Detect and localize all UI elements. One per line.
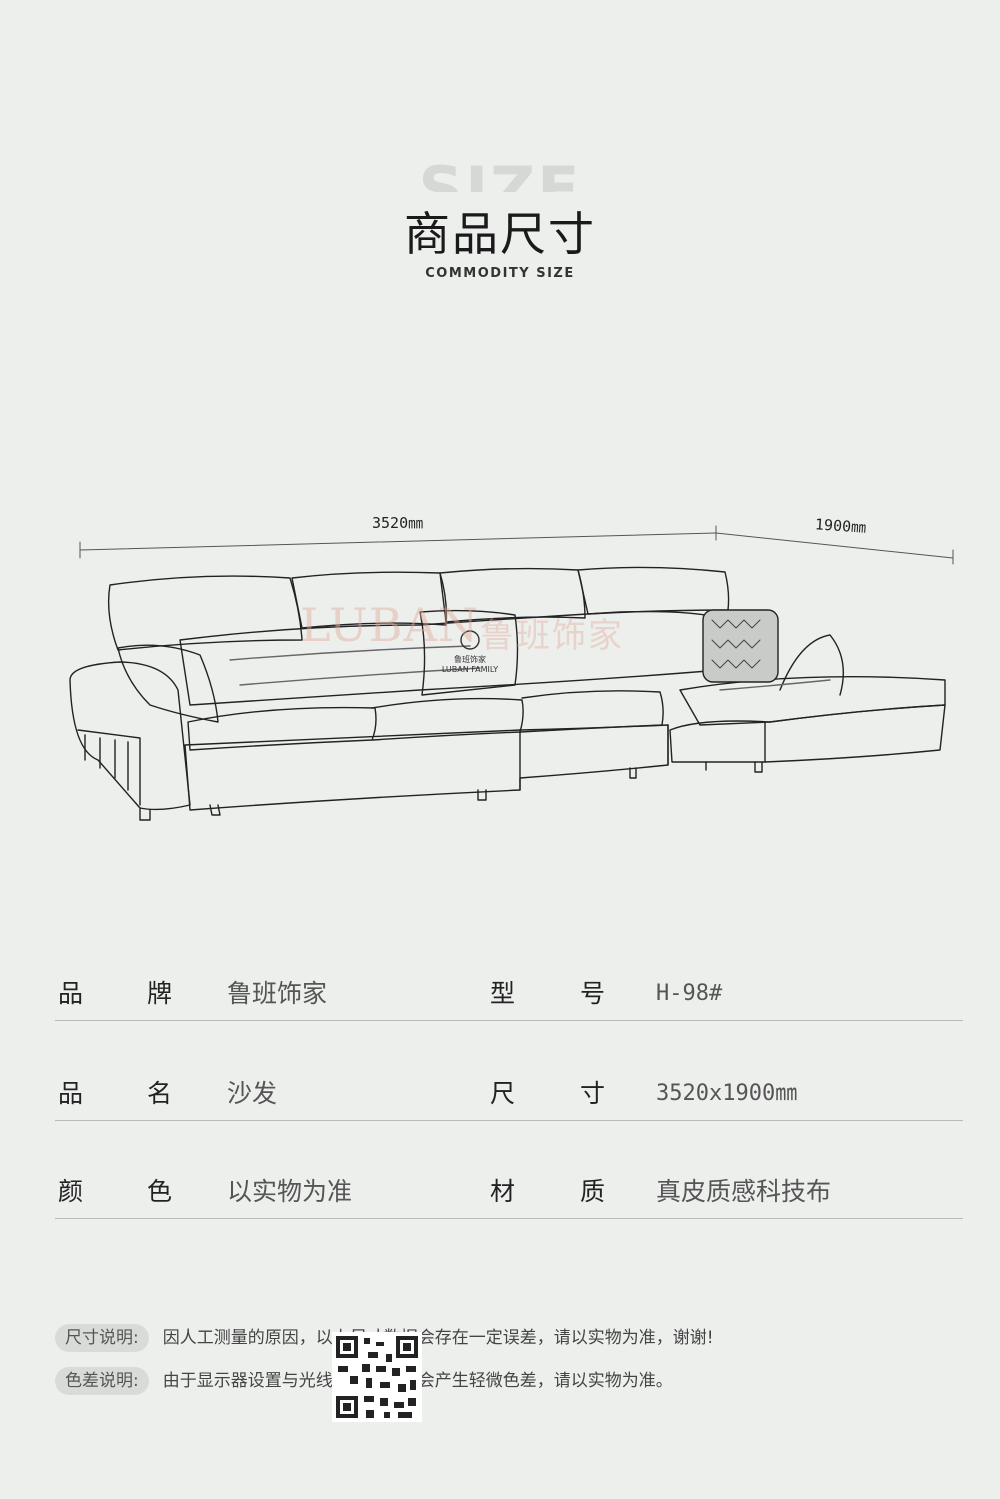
spec-label: 寸 <box>580 1079 606 1108</box>
length-dimension-label: 3520㎜ <box>372 514 424 532</box>
page-subtitle: COMMODITY SIZE <box>425 266 575 281</box>
brand-watermark: LUBAN <box>300 598 480 652</box>
spec-label: 名 <box>147 1079 173 1108</box>
pillow-logo-text: 鲁班饰家 LUBAN FAMILY <box>440 655 500 675</box>
spec-label: 号 <box>580 979 606 1008</box>
spec-label: 材 <box>490 1177 516 1206</box>
spec-label: 质 <box>580 1177 606 1206</box>
size-value: 3520x1900㎜ <box>656 1081 798 1106</box>
size-background-word: SIZE <box>418 153 582 192</box>
page-title: 商品尺寸 <box>404 207 596 261</box>
size-note-tag: 尺寸说明: <box>55 1324 149 1352</box>
model-value: H-98# <box>656 981 723 1006</box>
spec-label: 品 <box>58 979 84 1008</box>
size-note-text: 因人工测量的原因，以上尺寸数据会存在一定误差，请以实物为准，谢谢! <box>162 1328 714 1348</box>
size-note: 尺寸说明: 因人工测量的原因，以上尺寸数据会存在一定误差，请以实物为准，谢谢! <box>55 1324 714 1352</box>
pillow-logo-en: LUBAN FAMILY <box>441 665 499 674</box>
name-value: 沙发 <box>227 1079 278 1108</box>
brand-watermark-cn: 鲁班饰家 <box>480 616 624 656</box>
spec-row-color: 颜 色 以实物为准 材 质 真皮质感科技布 <box>55 1166 963 1219</box>
color-note-tag: 色差说明: <box>55 1367 149 1395</box>
sofa-line-drawing <box>69 525 954 821</box>
spec-label: 尺 <box>490 1079 516 1108</box>
pillow-logo-cn: 鲁班饰家 <box>454 655 486 664</box>
spec-label: 颜 <box>58 1177 84 1206</box>
brand-value: 鲁班饰家 <box>227 979 328 1008</box>
color-value: 以实物为准 <box>227 1177 353 1206</box>
spec-row-brand: 品 牌 鲁班饰家 型 号 H-98# <box>55 968 963 1021</box>
spec-label: 型 <box>490 979 516 1008</box>
material-value: 真皮质感科技布 <box>656 1177 832 1206</box>
spec-label: 牌 <box>147 979 173 1008</box>
spec-row-name: 品 名 沙发 尺 寸 3520x1900㎜ <box>55 1068 963 1121</box>
spec-label: 色 <box>147 1177 173 1206</box>
spec-label: 品 <box>58 1079 84 1108</box>
qr-code-icon[interactable] <box>332 1332 422 1422</box>
